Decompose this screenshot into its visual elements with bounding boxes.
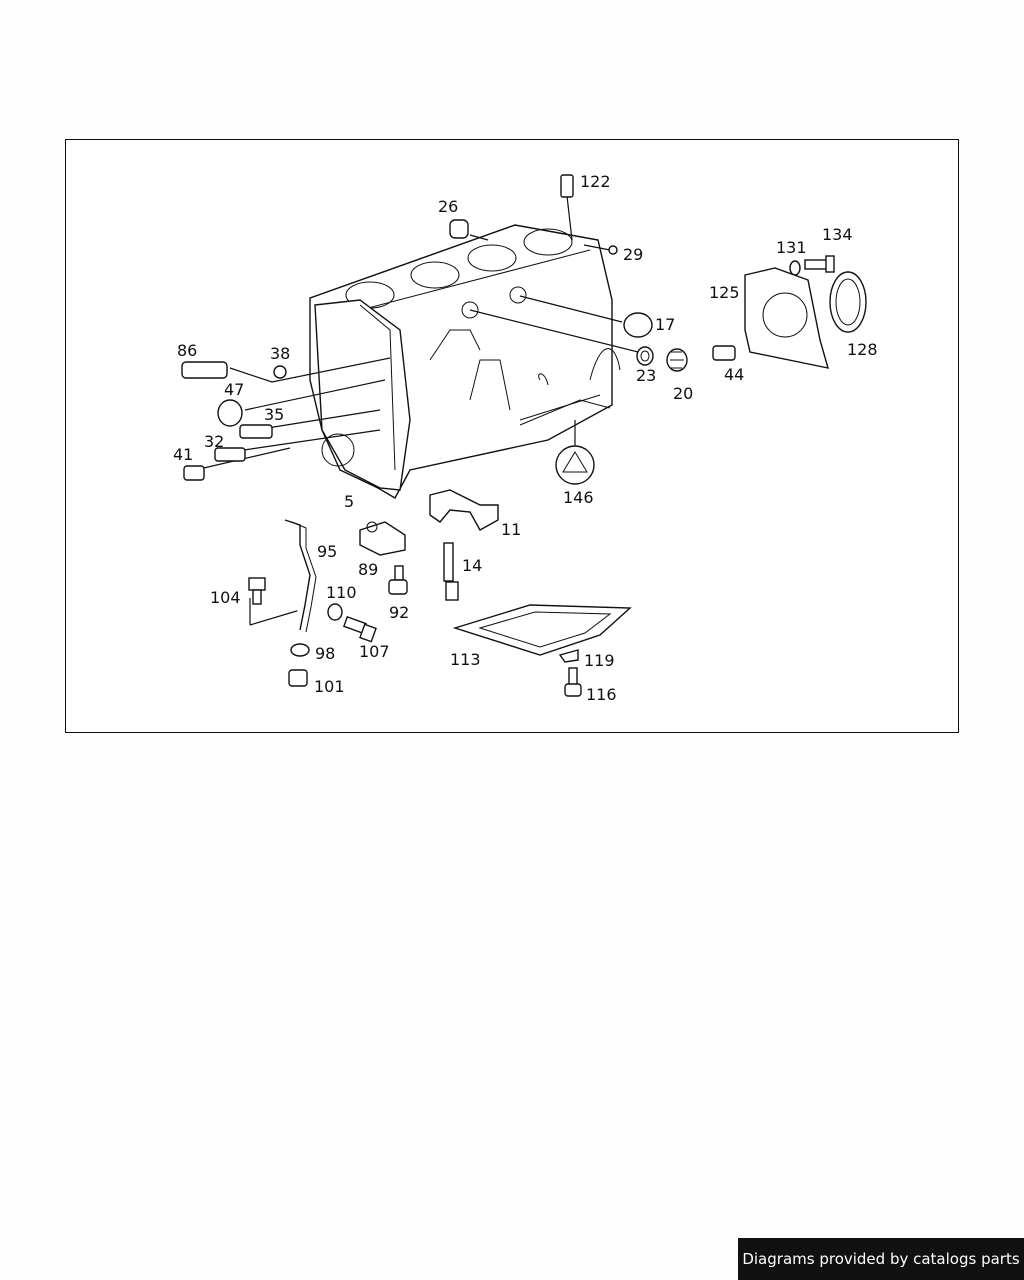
callout-38: 38 xyxy=(270,344,290,363)
callout-116: 116 xyxy=(586,685,617,704)
callout-11: 11 xyxy=(501,520,521,539)
callout-35: 35 xyxy=(264,405,284,424)
part-110-seal xyxy=(327,603,343,621)
engine-block xyxy=(309,224,621,499)
callout-122: 122 xyxy=(580,172,611,191)
part-35-pin xyxy=(239,424,273,439)
callout-119: 119 xyxy=(584,651,615,670)
callout-104: 104 xyxy=(210,588,241,607)
part-107-bolt xyxy=(342,615,377,643)
part-92-bolt xyxy=(388,565,408,595)
part-116-bolt xyxy=(564,667,582,697)
part-134-bolt xyxy=(804,255,835,273)
part-119-clip xyxy=(558,649,579,663)
part-125-rear-cover xyxy=(744,267,829,369)
callout-47: 47 xyxy=(224,380,244,399)
callout-17: 17 xyxy=(655,315,675,334)
part-122-sleeve xyxy=(560,174,574,198)
callout-26: 26 xyxy=(438,197,458,216)
part-86-pin xyxy=(181,361,228,379)
part-101-plug xyxy=(288,669,308,687)
part-14-stud xyxy=(443,542,459,601)
callout-98: 98 xyxy=(315,644,335,663)
callout-146: 146 xyxy=(563,488,594,507)
callout-101: 101 xyxy=(314,677,345,696)
part-98-washer xyxy=(290,643,310,657)
part-95-dipstick-tube xyxy=(284,519,317,633)
part-47-plug xyxy=(217,399,243,427)
callout-86: 86 xyxy=(177,341,197,360)
part-32-pin xyxy=(214,447,246,462)
part-44-pin xyxy=(712,345,736,361)
part-128-seal-ring xyxy=(829,271,867,333)
part-26-plug xyxy=(449,219,469,239)
part-104-bolt xyxy=(248,577,266,605)
callout-labels: 122 26 29 134 131 125 128 17 86 38 23 20… xyxy=(173,172,878,704)
part-20-plug xyxy=(666,348,688,372)
callout-125: 125 xyxy=(709,283,740,302)
part-131-washer xyxy=(789,260,801,276)
callout-14: 14 xyxy=(462,556,482,575)
callout-107: 107 xyxy=(359,642,390,661)
part-23-seal xyxy=(636,346,654,366)
callout-44: 44 xyxy=(724,365,744,384)
callout-110: 110 xyxy=(326,583,357,602)
callout-95: 95 xyxy=(317,542,337,561)
callout-20: 20 xyxy=(673,384,693,403)
part-41-pin xyxy=(183,465,205,481)
callout-29: 29 xyxy=(623,245,643,264)
part-89-bracket xyxy=(359,521,406,556)
callout-113: 113 xyxy=(450,650,481,669)
callout-92: 92 xyxy=(389,603,409,622)
callout-89: 89 xyxy=(358,560,378,579)
part-17-plug xyxy=(623,312,653,338)
callout-5: 5 xyxy=(344,492,354,511)
callout-32: 32 xyxy=(204,432,224,451)
part-29-ball xyxy=(608,245,618,255)
callout-128: 128 xyxy=(847,340,878,359)
callout-23: 23 xyxy=(636,366,656,385)
leader-lines xyxy=(194,195,639,626)
part-11-bracket xyxy=(429,489,499,531)
part-113-gasket xyxy=(452,604,632,656)
callout-131: 131 xyxy=(776,238,807,257)
callout-41: 41 xyxy=(173,445,193,464)
callout-134: 134 xyxy=(822,225,853,244)
footer-credit: Diagrams provided by catalogs parts xyxy=(738,1238,1024,1280)
part-146-plate xyxy=(555,445,595,485)
part-38-ball xyxy=(273,365,287,379)
